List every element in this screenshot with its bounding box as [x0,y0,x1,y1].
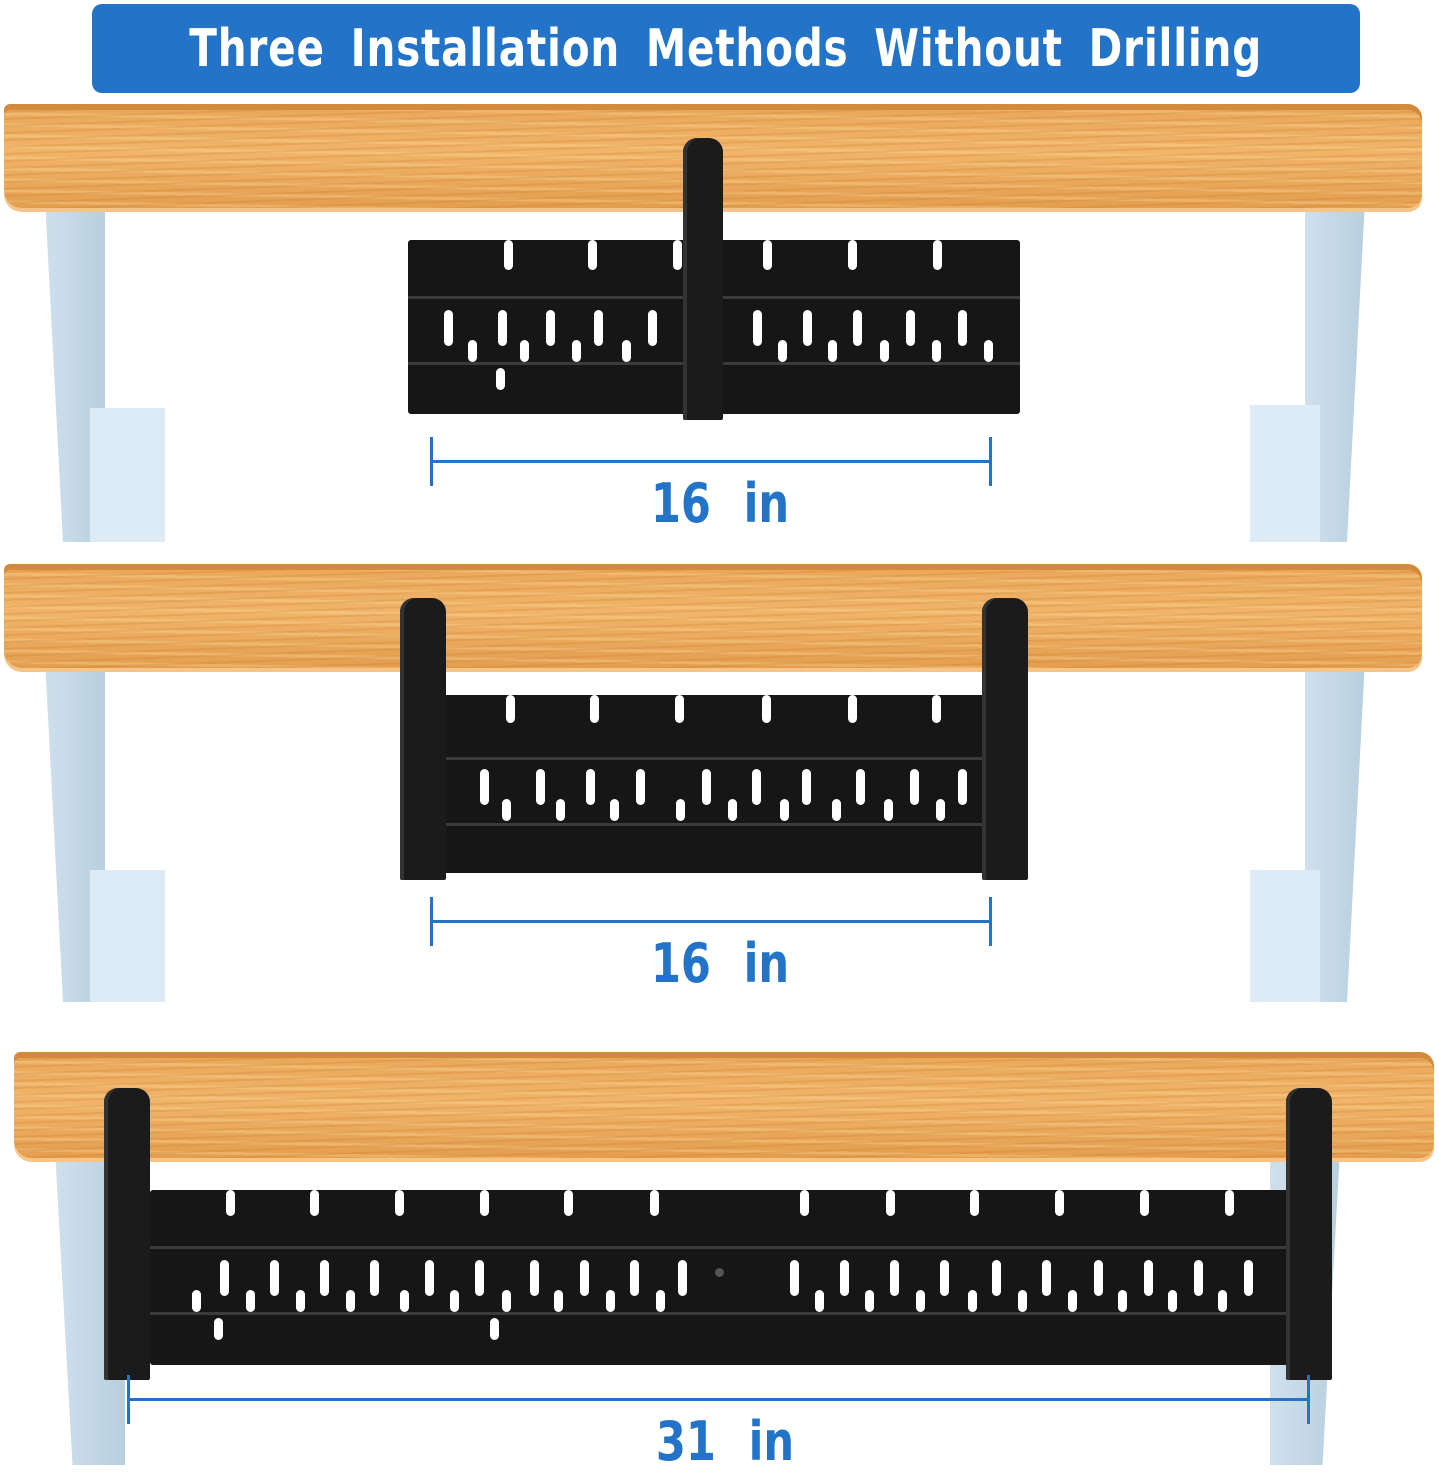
dimension-line [430,437,992,486]
dimension-label: 16 in [650,932,790,995]
desk-foot-right [1250,870,1320,1002]
cable-tray-extended [150,1190,1290,1365]
desk-foot-left [90,408,165,542]
center-clamp [683,138,723,420]
banner-title: Three Installation Methods Without Drill… [189,18,1263,79]
dimension-line [127,1375,1310,1424]
method-2-panel: 16 in [0,560,1439,1010]
cable-tray [440,695,990,873]
right-clamp [1286,1088,1332,1380]
title-banner: Three Installation Methods Without Drill… [92,4,1360,93]
dimension-line [430,897,992,946]
left-clamp [104,1088,150,1380]
method-3-panel: 31 in [0,1050,1439,1473]
desk-top [14,1052,1434,1162]
desk-foot-left [90,870,165,1002]
desk-foot-right [1250,405,1320,542]
dimension-label: 16 in [650,472,790,535]
dimension-label: 31 in [655,1410,795,1473]
method-1-panel: 16 in [0,100,1439,550]
desk-top [4,564,1422,672]
left-clamp [400,598,446,880]
right-clamp [982,598,1028,880]
